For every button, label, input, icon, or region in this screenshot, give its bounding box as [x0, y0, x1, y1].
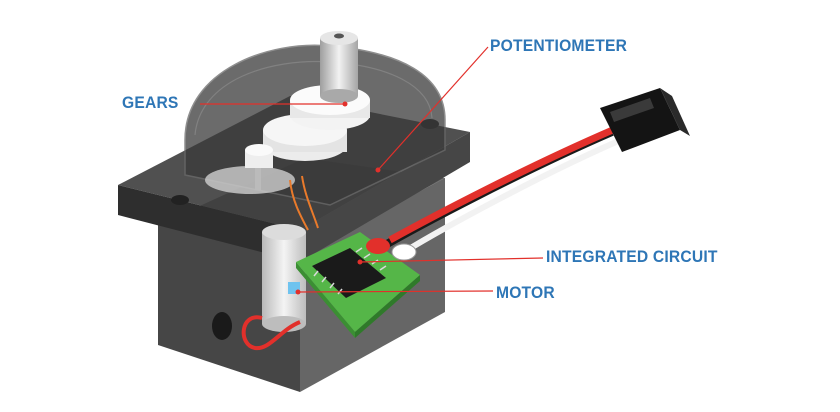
- leader-lines: [200, 46, 544, 295]
- leader-motor: [297, 290, 494, 293]
- servo-cable: [366, 88, 690, 261]
- label-gears: GEARS: [122, 93, 179, 112]
- leader-potentiometer: [377, 46, 489, 171]
- label-potentiometer: POTENTIOMETER: [490, 36, 628, 55]
- label-integrated-circuit: INTEGRATED CIRCUIT: [546, 247, 718, 266]
- label-motor: MOTOR: [496, 283, 555, 302]
- pcb-board: [296, 232, 420, 338]
- gear-train: [205, 31, 370, 231]
- motor-can: [241, 224, 306, 351]
- leader-integrated-circuit: [359, 257, 544, 263]
